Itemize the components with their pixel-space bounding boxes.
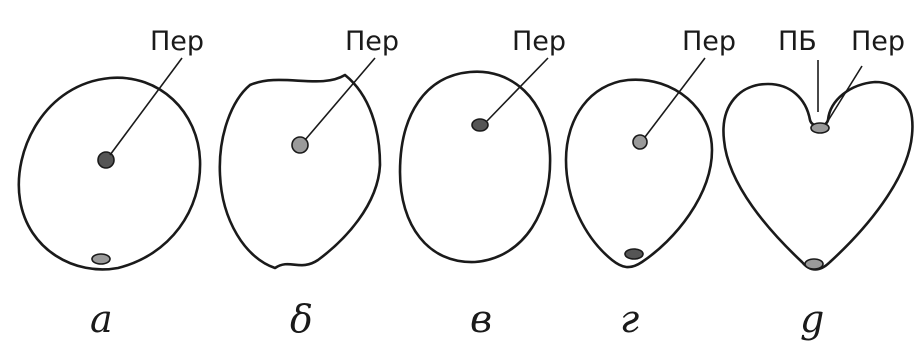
leader-line-a (110, 58, 182, 155)
grain-outline-v (400, 72, 550, 262)
grain-outline-g (566, 80, 712, 267)
grain-outline-b (220, 75, 380, 268)
pore-a (98, 152, 114, 168)
pore-label-a: Пер (150, 26, 204, 57)
caption-b: δ (290, 297, 313, 341)
panel-a: Пер а (19, 26, 204, 341)
caption-g: г (620, 297, 639, 341)
leader-line-d (826, 66, 862, 124)
pb-label: ПБ (778, 26, 817, 57)
basal-pore-g (625, 249, 643, 259)
pore-label-d: Пер (851, 26, 905, 57)
pore-label-v: Пер (512, 26, 566, 57)
caption-v: в (470, 297, 492, 341)
panel-g: Пер г (566, 26, 736, 341)
panel-v: Пер в (400, 26, 566, 341)
caption-a: а (90, 297, 113, 341)
pore-label-b: Пер (345, 26, 399, 57)
panel-d: ПБ Пер g (723, 26, 912, 341)
panel-b: Пер δ (220, 26, 399, 341)
pore-g (633, 135, 647, 149)
grain-outline-a (19, 78, 200, 270)
caption-d: g (800, 297, 824, 341)
pore-label-g: Пер (682, 26, 736, 57)
basal-pore-d (805, 259, 823, 269)
leader-line-g (645, 58, 705, 137)
basal-pore-a (92, 254, 110, 264)
pore-v (472, 119, 488, 131)
pore-d (811, 123, 829, 133)
